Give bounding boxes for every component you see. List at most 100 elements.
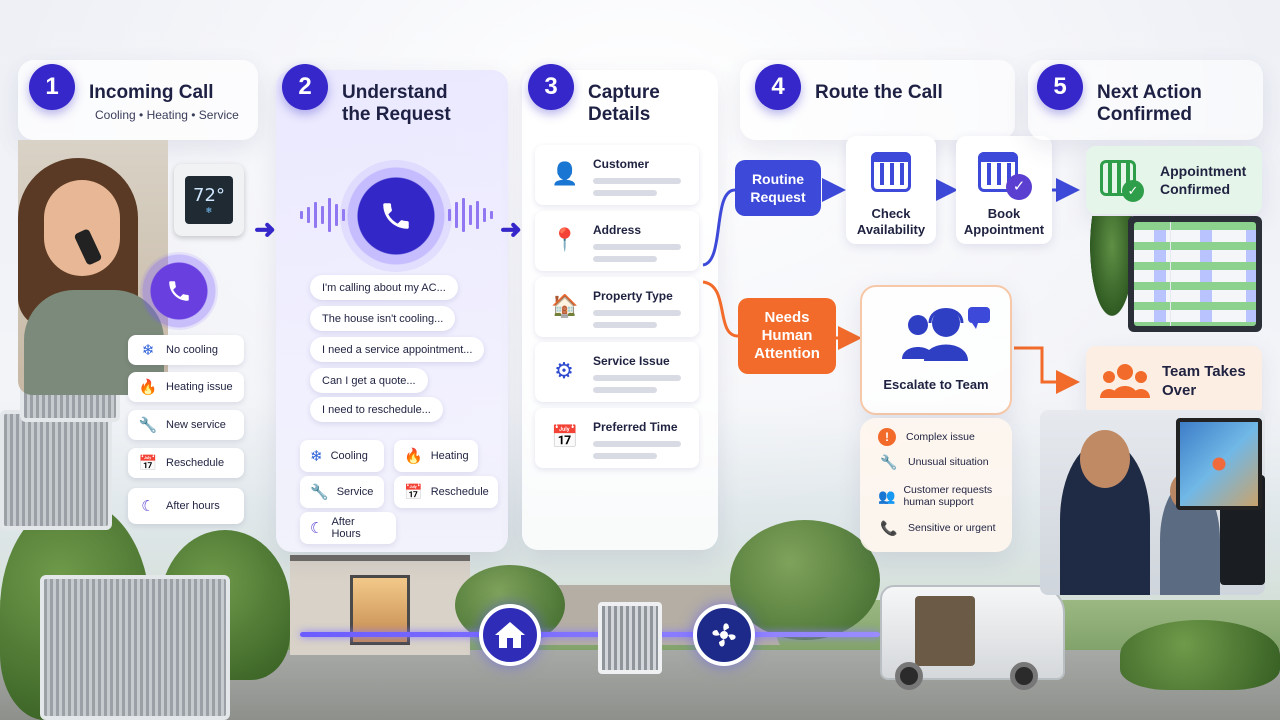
map-monitor <box>1176 418 1262 510</box>
escalation-reason: 👥 Customer requests human support <box>878 484 1004 508</box>
caller-photo <box>18 140 168 395</box>
intent-chip[interactable]: 🔥 Heating <box>394 440 478 472</box>
agent-face <box>1080 430 1130 488</box>
phone-call-icon[interactable] <box>340 160 452 272</box>
escalation-reason-label: Customer requests human support <box>903 484 993 508</box>
intent-chip[interactable]: ☾After Hours <box>300 512 396 544</box>
flame-icon: 🔥 <box>404 448 423 465</box>
utterance-bubble: I'm calling about my AC... <box>310 275 458 300</box>
wrench-icon: 🔧 <box>138 417 158 434</box>
check-badge-icon: ✓ <box>1122 180 1144 202</box>
escalation-reason-label: Sensitive or urgent <box>908 522 996 534</box>
team-takes-over-label: Team Takes Over <box>1162 363 1246 399</box>
fan-node-icon <box>693 604 755 666</box>
intent-label: Reschedule <box>430 486 489 498</box>
placeholder-line <box>593 387 657 393</box>
snowflake-icon: ❄ <box>205 206 213 215</box>
placeholder-line <box>593 178 681 184</box>
phone-call-icon[interactable] <box>140 252 218 330</box>
needs-human-attention-box[interactable]: Needs Human Attention <box>738 298 836 374</box>
person-icon: 👤 <box>551 161 579 186</box>
detail-field[interactable]: 📅Preferred Time <box>535 408 699 468</box>
escalation-reason: 📞Sensitive or urgent <box>878 521 1004 535</box>
step1-subtitle: Cooling • Heating • Service <box>95 108 239 122</box>
step-number-badge: 1 <box>29 64 75 110</box>
detail-field-label: Property Type <box>593 289 673 303</box>
caller-face <box>44 180 120 276</box>
step-title-line: Capture <box>588 82 660 103</box>
check-badge-icon: ✓ <box>1006 174 1032 200</box>
thermostat: 72° ❄ <box>174 164 244 236</box>
appointment-confirmed-label: Appointment Confirmed <box>1160 163 1247 197</box>
shrub <box>1120 620 1280 690</box>
escalation-reason: !Complex issue <box>878 428 1004 446</box>
detail-field-label: Customer <box>593 157 650 171</box>
people-icon: 👥 <box>878 488 896 504</box>
flow-arrow-icon: ➜ <box>254 214 276 244</box>
call-reason-chip[interactable]: 📅Reschedule <box>128 448 244 478</box>
step-title-line: Understand <box>342 82 448 103</box>
snowflake-icon: ❄ <box>310 448 323 465</box>
location-pin-icon: 📍 <box>551 227 579 252</box>
placeholder-line <box>593 256 657 262</box>
book-appointment-card[interactable]: ✓ Book Appointment <box>956 136 1052 244</box>
intent-chip[interactable]: 🔧Service <box>300 476 384 508</box>
dashboard-calendar <box>1134 222 1256 326</box>
escalation-reason: 🔧Unusual situation <box>878 455 1004 469</box>
step-number-badge: 3 <box>528 64 574 110</box>
call-reason-chip[interactable]: ☾ After hours <box>128 488 244 524</box>
placeholder-line <box>593 244 681 250</box>
people-group-icon <box>1100 364 1150 398</box>
step-number-badge: 5 <box>1037 64 1083 110</box>
call-reason-label: New service <box>166 419 226 431</box>
intent-label: Service <box>336 486 374 498</box>
support-team-icon <box>902 307 990 361</box>
call-reason-label: After hours <box>166 500 220 512</box>
team-takes-over-card[interactable]: Team Takes Over <box>1086 346 1262 416</box>
step-title-line: Details <box>588 104 651 125</box>
detail-field[interactable]: ⚙Service Issue <box>535 342 699 402</box>
placeholder-line <box>593 322 657 328</box>
moon-icon: ☾ <box>141 498 155 515</box>
placeholder-line <box>593 190 657 196</box>
intent-chip[interactable]: 📅 Reschedule <box>394 476 498 508</box>
calendar-grid-icon <box>871 152 911 192</box>
call-reason-chip[interactable]: 🔧 New service <box>128 410 244 440</box>
ac-condenser <box>598 602 662 674</box>
van-wheel <box>895 662 923 690</box>
step-number-badge: 4 <box>755 64 801 110</box>
calendar-icon: 📅 <box>404 484 423 501</box>
tree <box>730 520 880 640</box>
call-reason-chip[interactable]: ❄No cooling <box>128 335 244 365</box>
call-reason-chip[interactable]: 🔥Heating issue <box>128 372 244 402</box>
escalate-card[interactable]: Escalate to Team <box>860 285 1012 415</box>
step3-header: 3 Capture Details <box>528 64 660 126</box>
thermostat-temp: 72° <box>193 185 225 206</box>
appointment-confirmed-card[interactable]: ✓ Appointment Confirmed <box>1086 146 1262 214</box>
ac-unit <box>40 575 230 720</box>
detail-field[interactable]: 👤 Customer <box>535 145 699 205</box>
check-availability-card[interactable]: Check Availability <box>846 136 936 244</box>
house-node-icon <box>479 604 541 666</box>
intent-label: Heating <box>430 450 469 462</box>
intent-chip[interactable]: ❄Cooling <box>300 440 384 472</box>
utterance-bubble: Can I get a quote... <box>310 368 428 393</box>
book-appointment-label: Book Appointment <box>963 206 1045 237</box>
routine-request-box[interactable]: Routine Request <box>735 160 821 216</box>
intent-label: After Hours <box>331 516 361 540</box>
step5-header: 5 Next Action Confirmed <box>1037 64 1202 126</box>
detail-field[interactable]: 📍 Address <box>535 211 699 271</box>
check-availability-label: Check Availability <box>856 206 926 237</box>
house-icon: 🏠 <box>551 293 579 318</box>
step-title: Next Action Confirmed <box>1097 82 1202 126</box>
detail-field-label: Address <box>593 223 642 237</box>
escalation-reason-label: Complex issue <box>906 431 975 443</box>
placeholder-line <box>593 441 681 447</box>
call-reason-label: No cooling <box>166 344 218 356</box>
calendar-check-icon <box>978 152 1018 192</box>
detail-field-label: Service Issue <box>593 354 670 368</box>
step1-header: 1 Incoming Call <box>29 64 214 110</box>
detail-field[interactable]: 🏠 Property Type <box>535 277 699 337</box>
step4-header: 4 Route the Call <box>755 64 943 110</box>
step-title: Route the Call <box>815 82 943 103</box>
